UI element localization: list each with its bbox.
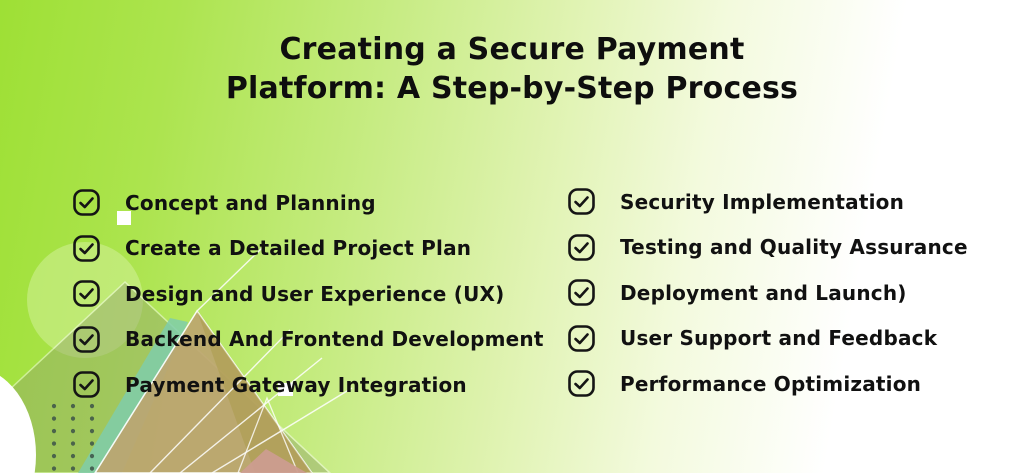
checklist-item: Payment Gateway Integration bbox=[73, 371, 544, 398]
checklist-item: Design and User Experience (UX) bbox=[73, 280, 544, 307]
checkbox-checked-icon bbox=[73, 280, 100, 307]
checklist-item-label: User Support and Feedback bbox=[620, 326, 938, 350]
checkbox-checked-icon bbox=[568, 233, 595, 261]
checklist-item-label: Security Implementation bbox=[620, 189, 905, 214]
checklist-item-label: Design and User Experience (UX) bbox=[125, 281, 505, 306]
checklist-column-left: Concept and Planning Create a Detailed P… bbox=[73, 189, 544, 398]
checkbox-checked-icon bbox=[73, 325, 100, 353]
checklist-item: Testing and Quality Assurance bbox=[568, 233, 968, 261]
checklist-item-label: Deployment and Launch) bbox=[620, 280, 907, 305]
dot-grid bbox=[51, 403, 95, 473]
checklist-item-label: Create a Detailed Project Plan bbox=[125, 236, 472, 260]
outline-triangle bbox=[237, 396, 299, 473]
checklist-item: Deployment and Launch) bbox=[568, 279, 968, 306]
checklist-item: Create a Detailed Project Plan bbox=[73, 234, 544, 262]
pink-triangle bbox=[240, 449, 307, 473]
checklist-item: Backend And Frontend Development bbox=[73, 325, 544, 353]
checkbox-checked-icon bbox=[73, 234, 100, 262]
checkbox-checked-icon bbox=[568, 188, 595, 215]
checklist-item: Concept and Planning bbox=[73, 189, 544, 216]
checkbox-checked-icon bbox=[568, 279, 595, 306]
checklist-item: User Support and Feedback bbox=[568, 324, 968, 352]
checklist-column-right: Security Implementation Testing and Qual… bbox=[568, 188, 968, 397]
checklist-item: Performance Optimization bbox=[568, 370, 968, 397]
checklist-item-label: Testing and Quality Assurance bbox=[620, 235, 968, 259]
page-title-line1: Creating a Secure Payment bbox=[279, 32, 745, 67]
checklist-item-label: Payment Gateway Integration bbox=[125, 372, 467, 397]
checkbox-checked-icon bbox=[73, 189, 100, 216]
checklist-item: Security Implementation bbox=[568, 188, 968, 215]
checklist-item-label: Performance Optimization bbox=[620, 371, 922, 396]
checklist-item-label: Concept and Planning bbox=[125, 190, 376, 215]
checkbox-checked-icon bbox=[73, 371, 100, 398]
page-title: Creating a Secure Payment Platform: A St… bbox=[0, 30, 1024, 108]
white-half-ellipse bbox=[0, 375, 36, 473]
checkbox-checked-icon bbox=[568, 370, 595, 397]
page-title-line2: Platform: A Step-by-Step Process bbox=[225, 71, 799, 106]
checklist-item-label: Backend And Frontend Development bbox=[125, 327, 544, 351]
checkbox-checked-icon bbox=[568, 324, 595, 352]
